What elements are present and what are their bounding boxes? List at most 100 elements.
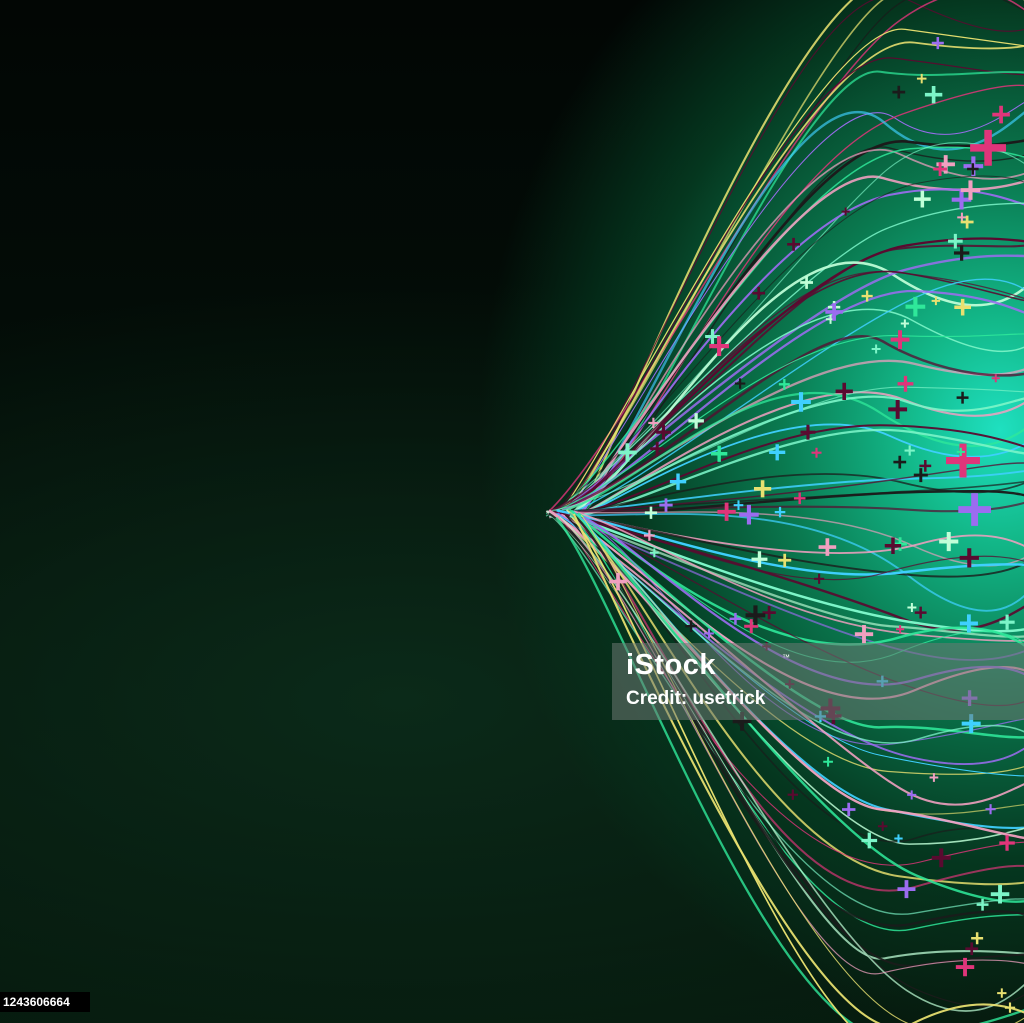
istock-watermark: iStock ™ Credit: usetrick [612, 643, 1024, 720]
strand [580, 395, 1024, 518]
strand [560, 28, 1024, 512]
plus-sign [914, 606, 927, 619]
plus-sign [959, 548, 979, 568]
strand [574, 111, 1024, 517]
plus-sign [745, 605, 766, 626]
strand [547, 510, 1024, 638]
strand [569, 514, 1024, 633]
plus-sign [948, 233, 963, 249]
strand [546, 0, 1024, 514]
plus-sign [999, 835, 1015, 851]
plus-sign [648, 417, 659, 428]
plus-sign [900, 319, 909, 328]
plus-sign [956, 391, 969, 404]
plus-sign [800, 424, 816, 440]
plus-sign [841, 207, 850, 216]
plus-sign [896, 625, 905, 634]
plus-sign [705, 329, 720, 344]
strand [576, 391, 1024, 517]
strand [566, 278, 1024, 516]
strand [560, 57, 1024, 517]
strand [547, 462, 1024, 515]
plus-sign [793, 492, 806, 505]
plus-sign [894, 834, 903, 843]
plus-sign [643, 530, 655, 541]
plus-sign [924, 86, 943, 104]
plus-sign [960, 180, 981, 200]
plus-sign [946, 443, 980, 478]
plus-sign [907, 790, 917, 800]
plus-sign [933, 162, 947, 176]
plus-sign [992, 105, 1010, 124]
strand [567, 512, 1024, 554]
strand [563, 424, 1024, 518]
plus-sign [991, 374, 1000, 383]
plus-sign [704, 628, 714, 639]
strand [570, 509, 1024, 903]
strand [556, 509, 1024, 576]
plus-sign [985, 804, 996, 815]
strand [572, 513, 1024, 1023]
watermark-trademark: ™ [782, 653, 790, 662]
strand [575, 470, 1024, 514]
plus-sign [685, 620, 697, 632]
plus-sign [649, 548, 659, 558]
plus-sign [769, 444, 786, 461]
strand [550, 334, 1024, 513]
plus-sign [688, 413, 704, 429]
strand [573, 513, 1024, 886]
plus-sign [999, 614, 1015, 630]
plus-sign [711, 445, 728, 462]
plus-sign [913, 190, 931, 208]
plus-sign [818, 538, 837, 556]
plus-sign [729, 612, 742, 625]
strand [577, 428, 1024, 518]
plus-sign [709, 336, 729, 357]
strand [564, 102, 1024, 516]
plus-sign [854, 625, 874, 644]
plus-sign [960, 215, 974, 229]
plus-sign [967, 163, 979, 175]
strand [566, 511, 1024, 567]
plus-sign [609, 572, 627, 591]
plus-sign [861, 290, 873, 302]
plus-sign [884, 537, 902, 554]
plus-sign [976, 898, 989, 911]
plus-sign [936, 155, 955, 174]
plus-sign [931, 296, 941, 306]
plus-sign [800, 276, 813, 289]
plus-sign [890, 330, 910, 350]
plus-sign [650, 441, 665, 456]
strand [561, 202, 1024, 512]
plus-sign [990, 884, 1010, 904]
strand [553, 289, 1024, 517]
plus-sign [644, 506, 658, 519]
strand [556, 0, 1024, 519]
strand [551, 386, 1024, 512]
plus-sign [888, 399, 908, 419]
plus-sign [913, 468, 928, 483]
plus-sign [997, 988, 1007, 998]
strand [571, 516, 849, 1023]
plus-sign [825, 303, 843, 321]
strand [558, 516, 1024, 1012]
strand [554, 0, 1024, 514]
strand [569, 512, 1024, 892]
plus-sign [939, 531, 959, 552]
plus-sign [814, 573, 825, 584]
plus-sign [744, 619, 759, 634]
plus-sign [762, 605, 776, 620]
plus-sign [659, 498, 673, 512]
strand [553, 513, 1024, 975]
plus-sign [931, 37, 944, 50]
plus-sign [825, 314, 836, 324]
plus-sign [971, 932, 984, 945]
strand [573, 510, 1024, 642]
plus-sign [669, 473, 687, 490]
strand [579, 516, 1024, 746]
plus-sign [951, 189, 972, 210]
plus-sign [787, 789, 799, 800]
stock-image-id: 1243606664 [0, 992, 90, 1012]
strand [546, 333, 1024, 515]
plus-sign [954, 298, 972, 316]
